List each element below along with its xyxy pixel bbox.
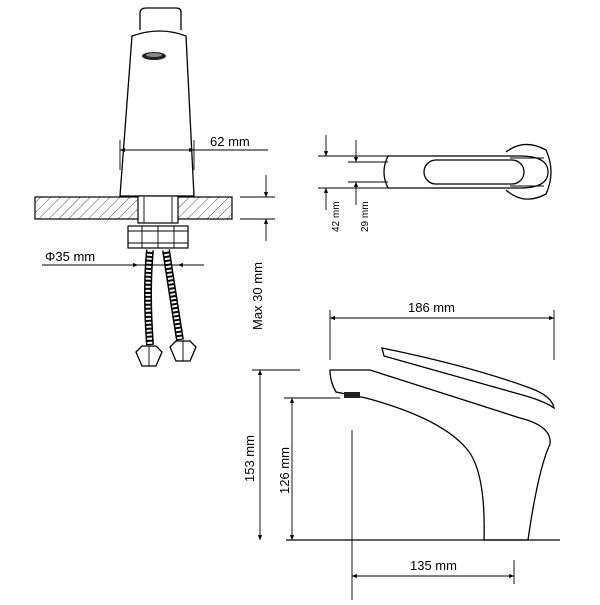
handle-top-view [383,155,549,189]
faucet-body-side [329,369,551,541]
dim-height-total: 153 mm [242,435,257,482]
dim-width-top: 62 mm [210,134,250,149]
dim-handle-29: 29 mm [360,201,371,232]
side-view: 186 mm 153 mm 126 mm 135 mm [242,300,560,600]
dim-height-spout: 126 mm [277,447,292,494]
countertop [34,196,233,220]
dim-handle-42: 42 mm [331,201,342,232]
dim-length: 186 mm [408,300,455,315]
supply-hoses [135,249,197,367]
dim-reach: 135 mm [410,558,457,573]
front-view: 62 mm Φ35 mm Max 30 mm [34,7,275,367]
faucet-body-front [119,30,195,197]
side-aerator-icon [344,392,360,398]
dim-max-thickness: Max 30 mm [250,262,265,330]
top-view: 42 mm 29 mm [318,135,552,232]
lever-handle [381,347,555,410]
dim-pipe-diameter: Φ35 mm [45,249,95,264]
